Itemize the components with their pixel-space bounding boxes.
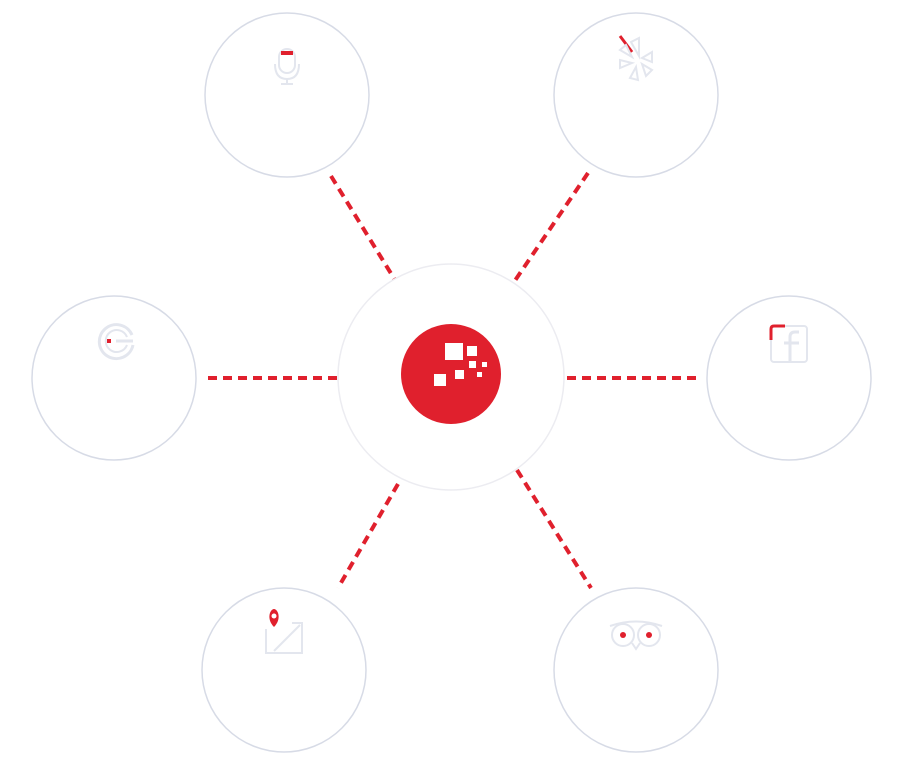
yelp-burst-icon xyxy=(618,35,654,82)
connector-maps xyxy=(336,483,400,589)
connector-yelp xyxy=(512,171,590,284)
microphone-icon xyxy=(274,48,300,85)
circle-google xyxy=(31,295,197,461)
map-pin-icon xyxy=(265,609,303,654)
hub xyxy=(337,263,565,491)
tile-squares-logo-icon xyxy=(401,324,501,424)
connectors xyxy=(208,171,697,590)
circle-tripadvisor xyxy=(553,587,719,753)
connector-tripadvisor xyxy=(515,468,593,590)
spoke-circles xyxy=(31,12,872,753)
circle-facebook xyxy=(706,295,872,461)
tripadvisor-owl-icon xyxy=(609,620,663,651)
circle-maps xyxy=(201,587,367,753)
circle-yelp xyxy=(553,12,719,178)
facebook-f-icon xyxy=(769,324,808,363)
connector-voice-search xyxy=(329,174,397,282)
google-g-icon xyxy=(97,323,135,361)
circle-voice-search xyxy=(204,12,370,178)
